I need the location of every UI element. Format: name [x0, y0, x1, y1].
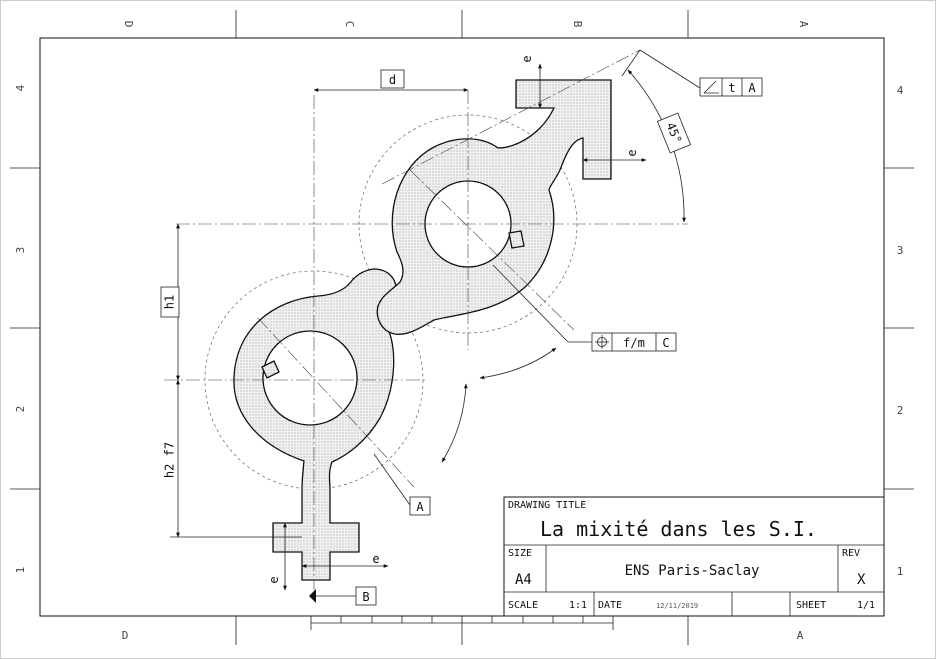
- company-name: ENS Paris-Saclay: [625, 563, 760, 579]
- date-value: 12/11/2019: [656, 602, 698, 610]
- zone-right-4: 4: [897, 84, 904, 97]
- position-tolerance-value: f/m: [623, 336, 645, 350]
- position-datum: C: [662, 336, 669, 350]
- datum-b-label: B: [362, 590, 369, 604]
- sheet-value: 1/1: [857, 600, 875, 611]
- scale-value: 1:1: [569, 600, 587, 611]
- dimension-h2: h2 f7: [163, 379, 302, 538]
- zone-right-3: 3: [897, 244, 904, 257]
- zone-top-d: D: [122, 21, 135, 28]
- dimension-e-top-label: e: [520, 55, 534, 62]
- rev-value: X: [857, 572, 866, 588]
- male-key: [508, 230, 525, 249]
- zone-left-4: 4: [14, 84, 27, 91]
- scale-label: SCALE: [508, 600, 538, 611]
- zone-top-c: C: [343, 21, 356, 28]
- zone-left-2: 2: [14, 406, 27, 413]
- angularity-datum: A: [748, 81, 756, 95]
- dimension-e-foot-label: e: [372, 552, 379, 566]
- datum-a: A: [373, 453, 431, 516]
- size-value: A4: [515, 572, 532, 588]
- zone-top-b: B: [571, 21, 584, 28]
- dimension-e-top: e: [520, 55, 542, 109]
- title-block: DRAWING TITLE La mixité dans les S.I. SI…: [503, 496, 885, 617]
- dimension-h2-label: h2 f7: [163, 442, 177, 478]
- zone-top-a: A: [797, 21, 810, 28]
- dimension-e-side-label: e: [267, 576, 281, 583]
- female-symbol-part: [233, 268, 398, 581]
- angularity-tolerance-frame: t A: [621, 49, 763, 97]
- drawing-title-label: DRAWING TITLE: [508, 500, 586, 511]
- angularity-tolerance-value: t: [728, 81, 735, 95]
- angle-dimension: 45°: [627, 69, 692, 223]
- rotation-arrows: [441, 347, 557, 463]
- datum-b: B: [309, 586, 377, 606]
- drawing-title: La mixité dans les S.I.: [540, 517, 817, 541]
- size-label: SIZE: [508, 548, 532, 559]
- zone-left-1: 1: [14, 567, 27, 574]
- female-key: [261, 360, 280, 379]
- zone-right-1: 1: [897, 565, 904, 578]
- zone-labels: D C B A D A 4 3 2 1 4 3 2 1: [14, 21, 904, 642]
- center-lines: [164, 49, 688, 590]
- dimension-h1: h1: [160, 223, 180, 381]
- zone-bottom-a: A: [797, 629, 804, 642]
- datum-a-label: A: [416, 500, 424, 514]
- zone-left-3: 3: [14, 247, 27, 254]
- rev-label: REV: [842, 548, 860, 559]
- zone-bottom-d: D: [122, 629, 129, 642]
- dimension-e-foot: e e: [267, 522, 389, 591]
- date-label: DATE: [598, 600, 622, 611]
- dimension-d: d: [313, 69, 469, 92]
- female-bore: [262, 330, 358, 426]
- dimension-e-right-label: e: [625, 149, 639, 156]
- position-tolerance-frame: f/m C: [492, 264, 677, 352]
- sheet-label: SHEET: [796, 600, 826, 611]
- dimension-d-label: d: [389, 73, 396, 87]
- dimension-h1-label: h1: [163, 295, 177, 309]
- zone-right-2: 2: [897, 404, 904, 417]
